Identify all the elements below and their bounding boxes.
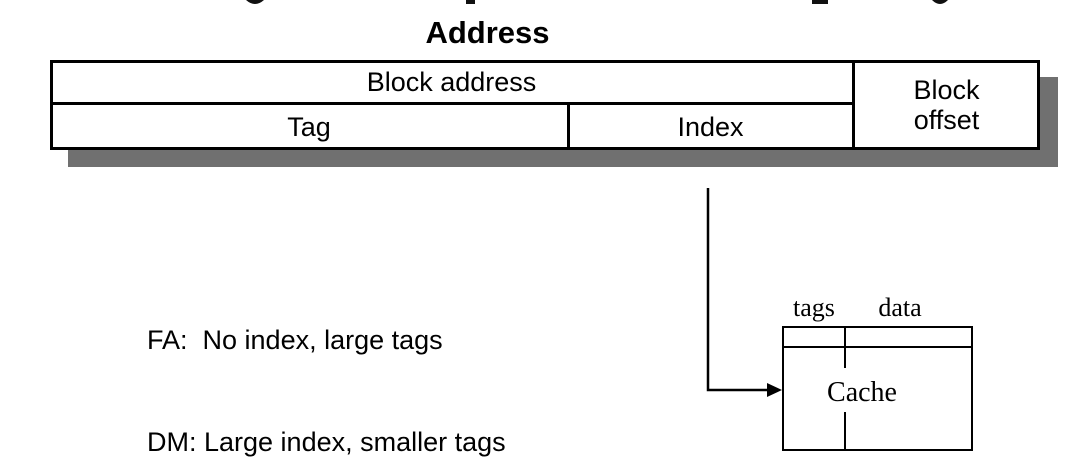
block-offset-divider [852, 60, 855, 150]
fa-note-line: FA: No index, large tags [147, 325, 443, 355]
index-cell: Index [677, 112, 744, 142]
arrowhead-icon [767, 383, 782, 397]
cropped-title-remnant [246, 0, 948, 4]
cache-label: Cache [827, 377, 897, 408]
block-address-cell: Block address [366, 67, 537, 97]
arrow-shaft [706, 188, 770, 392]
cache-header-divider [782, 346, 973, 348]
address-table-row-divider [50, 102, 853, 105]
block-offset-label: Block offset [913, 75, 980, 135]
address-table-box [50, 60, 1040, 150]
block-offset-cell: Block offset [853, 60, 1040, 150]
cache-tags-column-label: tags [793, 293, 835, 322]
tag-cell: Tag [287, 112, 331, 142]
cache-column-divider-top [844, 326, 846, 368]
cache-column-divider-bottom [844, 412, 846, 451]
address-title: Address [425, 15, 550, 50]
tag-index-divider [567, 102, 570, 150]
dm-note-line: DM: Large index, smaller tags [147, 427, 506, 457]
mapping-notes: FA: No index, large tags DM: Large index… [147, 255, 506, 474]
cache-data-column-label: data [878, 293, 922, 322]
